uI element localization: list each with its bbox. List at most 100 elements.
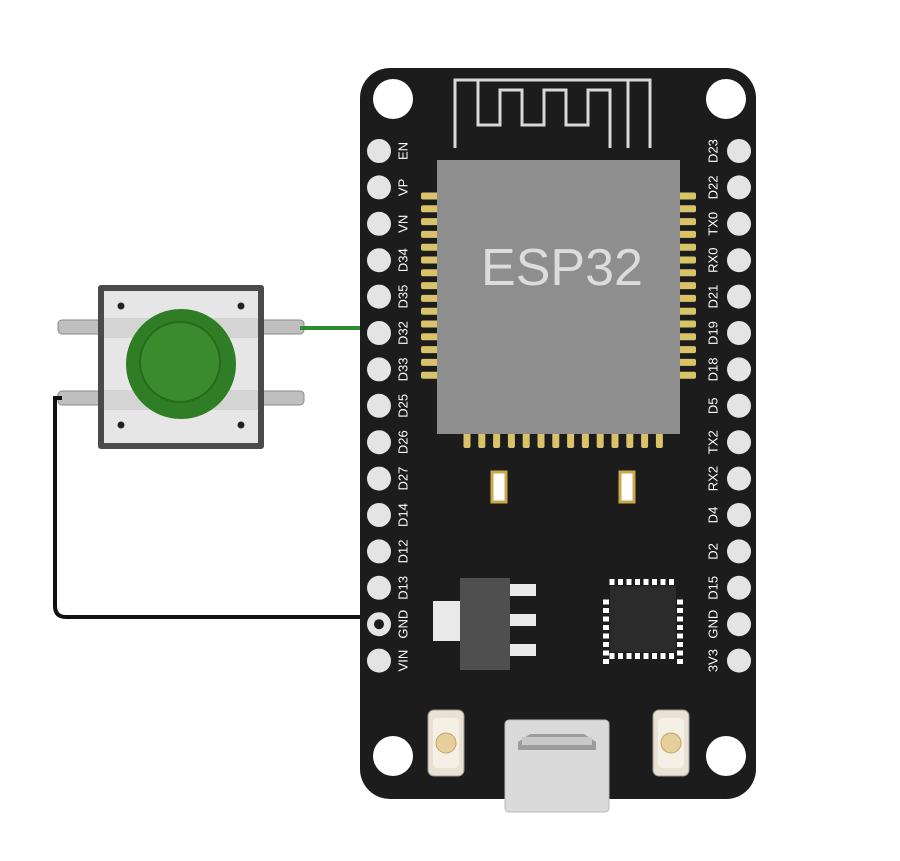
pin-pad-d23[interactable] bbox=[727, 139, 751, 163]
chip-pin bbox=[421, 218, 439, 226]
chip-pin bbox=[567, 432, 575, 448]
chip-pin bbox=[478, 432, 486, 448]
pin-pad-d35[interactable] bbox=[367, 284, 391, 309]
chip-pin bbox=[507, 432, 515, 448]
pin-label-d4: D4 bbox=[706, 507, 721, 524]
qfn-pin bbox=[669, 579, 674, 585]
micro-usb-port[interactable] bbox=[504, 719, 610, 813]
pin-label-d33: D33 bbox=[396, 357, 411, 381]
push-button[interactable] bbox=[57, 285, 305, 449]
chip-pin bbox=[421, 269, 439, 277]
chip-pin bbox=[421, 256, 439, 264]
pin-pad-d14[interactable] bbox=[367, 503, 391, 527]
qfn-pin bbox=[603, 642, 609, 647]
pin-label-d2: D2 bbox=[706, 543, 721, 560]
en-button[interactable] bbox=[427, 709, 465, 777]
pin-pad-d34[interactable] bbox=[367, 248, 391, 273]
pin-pad-rx0[interactable] bbox=[727, 248, 751, 273]
chip-pin bbox=[641, 432, 649, 448]
pin-pad-d27[interactable] bbox=[367, 466, 391, 491]
chip-pin bbox=[493, 432, 501, 448]
chip-pin bbox=[421, 294, 439, 302]
pin-label-tx2: TX2 bbox=[706, 430, 721, 454]
chip-pins bbox=[421, 192, 696, 448]
pin-pad-d33[interactable] bbox=[367, 357, 391, 382]
qfn-pin bbox=[660, 653, 666, 659]
pin-label-d23: D23 bbox=[706, 139, 721, 163]
pin-pad-d26[interactable] bbox=[367, 430, 391, 455]
qfn-pin bbox=[618, 653, 623, 659]
usb-uart-chip bbox=[610, 586, 676, 652]
pin-pad-en[interactable] bbox=[367, 139, 391, 163]
pin-label-gnd: GND bbox=[396, 610, 411, 639]
pin-pad-d25[interactable] bbox=[367, 393, 391, 418]
pin-label-d27: D27 bbox=[396, 467, 411, 491]
chip-pin bbox=[421, 282, 439, 290]
qfn-pin bbox=[609, 579, 615, 585]
chip-pin bbox=[463, 432, 471, 448]
chip-pin bbox=[678, 371, 696, 379]
pin-pad-d12[interactable] bbox=[367, 539, 391, 564]
qfn-pin bbox=[618, 579, 623, 585]
pin-label-3v3: 3V3 bbox=[706, 649, 721, 672]
button-cap-inner bbox=[139, 321, 221, 403]
pin-label-d26: D26 bbox=[396, 430, 411, 454]
qfn-pin bbox=[652, 579, 657, 585]
regulator-pin bbox=[508, 644, 536, 656]
pin-pad-d19[interactable] bbox=[727, 321, 751, 345]
regulator-pin bbox=[508, 584, 536, 596]
pin-pad-vn[interactable] bbox=[367, 211, 391, 236]
pin-pad-d21[interactable] bbox=[727, 284, 751, 309]
mounting-hole bbox=[706, 736, 746, 776]
boot-button[interactable] bbox=[652, 709, 690, 777]
qfn-pins bbox=[603, 579, 683, 664]
pin-pad-d4[interactable] bbox=[727, 503, 751, 527]
qfn-pin bbox=[677, 608, 683, 613]
chip-pin bbox=[678, 205, 696, 213]
pin-pad-gnd[interactable] bbox=[727, 612, 751, 637]
chip-pin bbox=[626, 432, 634, 448]
pin-label-en: EN bbox=[396, 142, 411, 160]
pin-pad-d18[interactable] bbox=[727, 357, 751, 382]
antenna-trace bbox=[453, 78, 652, 148]
chip-pin bbox=[678, 269, 696, 277]
button-hole bbox=[237, 302, 245, 310]
qfn-pin bbox=[677, 650, 683, 656]
chip-pin bbox=[678, 358, 696, 366]
pin-pad-d13[interactable] bbox=[367, 575, 391, 600]
pin-label-vp: VP bbox=[396, 179, 411, 196]
pin-pad-d32[interactable] bbox=[367, 321, 391, 345]
pin-pad-3v3[interactable] bbox=[727, 648, 751, 673]
pin-pad-vin[interactable] bbox=[367, 648, 391, 673]
pin-label-d5: D5 bbox=[706, 397, 721, 414]
mounting-hole bbox=[373, 736, 413, 776]
voltage-regulator bbox=[460, 578, 510, 670]
pin-pad-rx2[interactable] bbox=[727, 466, 751, 491]
pin-pad-vp[interactable] bbox=[367, 175, 391, 200]
qfn-pin bbox=[603, 616, 609, 622]
pin-pad-d15[interactable] bbox=[727, 575, 751, 600]
en-button-knob bbox=[435, 732, 457, 754]
chip-pin bbox=[552, 432, 560, 448]
chip-pin bbox=[678, 218, 696, 226]
chip-pin bbox=[421, 346, 439, 354]
chip-pin bbox=[678, 256, 696, 264]
chip-pin bbox=[421, 333, 439, 341]
chip-pin bbox=[421, 192, 439, 200]
pin-pad-d5[interactable] bbox=[727, 393, 751, 418]
esp32-chip bbox=[437, 160, 680, 434]
pin-pad-d2[interactable] bbox=[727, 539, 751, 564]
qfn-pin bbox=[652, 653, 657, 659]
qfn-pin bbox=[643, 653, 649, 659]
pin-label-gnd: GND bbox=[706, 610, 721, 639]
right-pin-header: D23D22TX0RX0D21D19D18D5TX2RX2D4D2D15GND3… bbox=[706, 139, 751, 673]
qfn-pin bbox=[626, 653, 632, 659]
pin-pad-tx2[interactable] bbox=[727, 430, 751, 455]
wire-button-to-gnd[interactable] bbox=[53, 396, 372, 619]
pin-label-d19: D19 bbox=[706, 321, 721, 345]
pin-pad-d22[interactable] bbox=[727, 175, 751, 200]
pin-label-d18: D18 bbox=[706, 357, 721, 381]
pin-pad-tx0[interactable] bbox=[727, 211, 751, 236]
qfn-pin bbox=[603, 633, 609, 639]
